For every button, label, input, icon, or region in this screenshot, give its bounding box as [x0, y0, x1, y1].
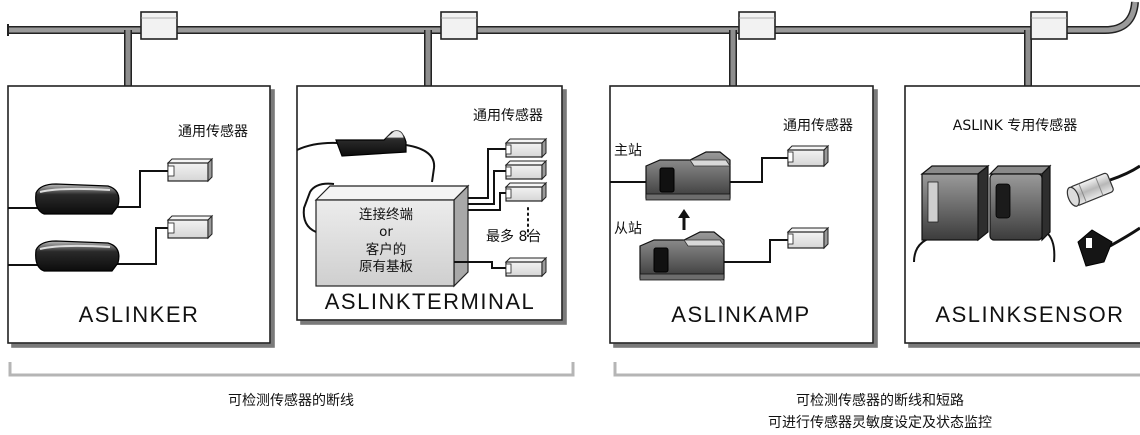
bracket-caption: 可检测传感器的断线: [228, 392, 354, 409]
master-label: 主站: [614, 143, 642, 159]
sensor-box-icon: [786, 144, 830, 168]
sensor-box-icon: [504, 137, 548, 159]
bus-cable: [7, 1, 1139, 36]
bracket-right: 可检测传感器的断线和短路 可进行传感器灵敏度设定及状态监控: [613, 362, 1140, 431]
sensor-box-icon: [504, 181, 548, 203]
sensor-box-icon: [504, 256, 548, 278]
proximity-sensor-icon: [1066, 172, 1114, 207]
sensor-box-icon: [504, 159, 548, 181]
panel-title: ASLINKTERMINAL: [325, 289, 536, 314]
drop-cables: [124, 30, 1032, 86]
sensor-label: 通用传感器: [473, 107, 543, 124]
panel-title: ASLINKER: [79, 302, 200, 327]
sensor-box-icon: [166, 214, 214, 240]
linker-device-icon: [35, 240, 120, 272]
sensor-label: 通用传感器: [783, 117, 853, 134]
terminal-device-icon: [335, 130, 407, 157]
up-arrow-icon: [678, 209, 690, 230]
box-text-line: 客户的: [366, 241, 407, 258]
box-sensor-icon: [988, 164, 1052, 242]
box-text-line: 连接终端: [359, 206, 413, 223]
bracket-caption: 可进行传感器灵敏度设定及状态监控: [768, 414, 992, 431]
box-text-line: or: [379, 224, 393, 240]
panel-title: ASLINKAMP: [671, 302, 810, 327]
slave-label: 从站: [614, 221, 642, 237]
sensor-box-icon: [786, 226, 830, 250]
linker-device-icon: [35, 183, 120, 215]
terminal-box-icon: [314, 184, 470, 288]
box-text-line: 原有基板: [359, 258, 413, 275]
bus-connectors: [140, 11, 1068, 40]
bus-connector-icon: [440, 11, 478, 40]
bracket-caption: 可检测传感器的断线和短路: [796, 392, 964, 409]
box-sensor-icon: [920, 164, 990, 242]
sensor-label: ASLINK 专用传感器: [953, 117, 1078, 134]
panel-aslinkamp: 通用传感器 主站 从站: [609, 85, 874, 344]
panel-aslinker: 通用传感器 ASLINKER: [7, 85, 271, 344]
bus-connector-icon: [1030, 11, 1068, 40]
bus-connector-icon: [738, 11, 776, 40]
panel-aslinkterminal: 通用传感器 连接终端 or 客户的 原有基板: [296, 85, 563, 321]
amplifier-master-icon: [645, 151, 731, 201]
bracket-left: 可检测传感器的断线: [8, 362, 575, 409]
panel-aslinksensor: ASLINK 专用传感器: [904, 85, 1140, 344]
max-units-label: 最多 8台: [486, 228, 541, 245]
sensor-box-icon: [166, 157, 214, 183]
sensor-label: 通用传感器: [178, 123, 248, 140]
panel-title: ASLINKSENSOR: [935, 302, 1124, 327]
bus-connector-icon: [140, 11, 178, 40]
amplifier-slave-icon: [639, 231, 725, 281]
fork-sensor-icon: [1077, 229, 1113, 267]
